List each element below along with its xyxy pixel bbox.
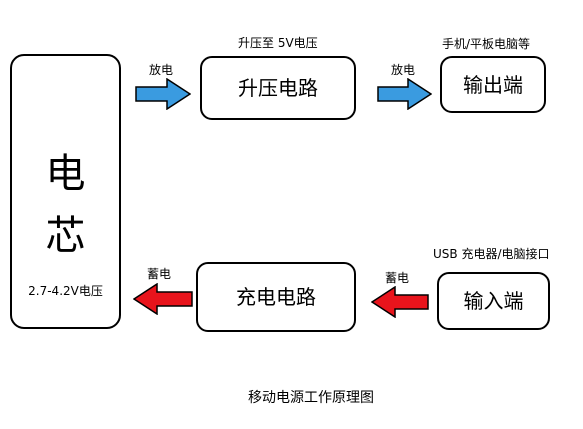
- store-label-2: 蓄电: [385, 271, 410, 285]
- store-arrow-1-shape: [133, 283, 193, 315]
- charge-circuit-box: 充电电路: [196, 262, 356, 332]
- store-arrow-2-shape: [371, 286, 429, 318]
- battery-voltage-label: 2.7-4.2V电压: [28, 284, 103, 298]
- store-arrow-1: [133, 283, 193, 315]
- boost-caption: 升压至 5V电压: [238, 36, 318, 50]
- store-arrow-2: [371, 286, 429, 318]
- discharge-arrow-1-shape: [135, 78, 191, 110]
- diagram-caption: 移动电源工作原理图: [248, 390, 374, 406]
- battery-cell-box: 电 芯 2.7-4.2V电压: [10, 54, 121, 329]
- battery-char-1: 电: [45, 151, 86, 197]
- battery-char-2: 芯: [45, 213, 86, 259]
- boost-circuit-box: 升压电路: [200, 56, 356, 120]
- charge-circuit-label: 充电电路: [236, 285, 316, 309]
- discharge-arrow-2: [377, 78, 432, 110]
- output-box: 输出端: [440, 56, 546, 113]
- discharge-label-1: 放电: [149, 63, 174, 77]
- output-label: 输出端: [463, 72, 523, 97]
- boost-circuit-label: 升压电路: [238, 76, 318, 100]
- discharge-arrow-2-shape: [377, 78, 432, 110]
- discharge-label-2: 放电: [391, 63, 416, 77]
- store-label-1: 蓄电: [147, 267, 172, 281]
- input-label: 输入端: [463, 289, 524, 313]
- input-caption: USB 充电器/电脑接口: [433, 247, 550, 261]
- discharge-arrow-1: [135, 78, 191, 110]
- input-box: 输入端: [437, 272, 550, 330]
- output-caption: 手机/平板电脑等: [442, 37, 531, 51]
